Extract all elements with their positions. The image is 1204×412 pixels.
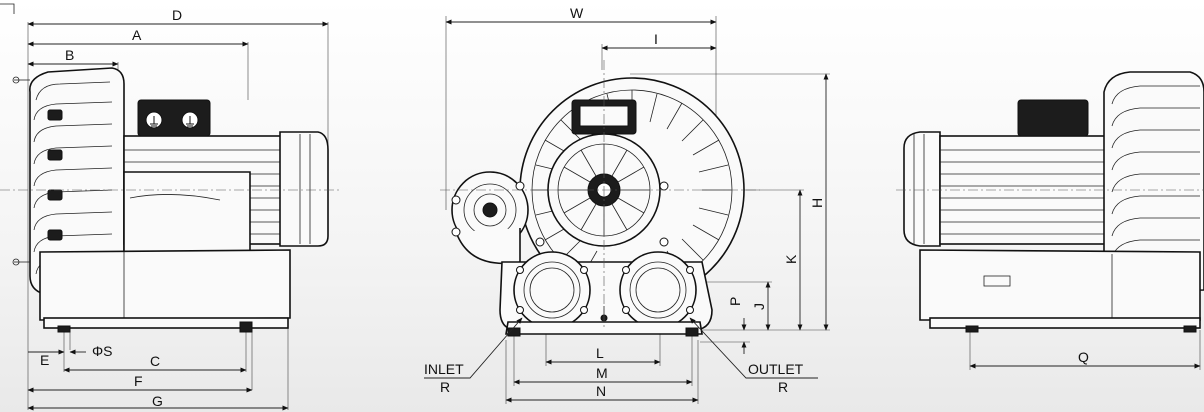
outlet-label: OUTLET [748, 361, 804, 377]
dim-label-phi-s: ΦS [92, 343, 113, 359]
front-view: W I H K J P L M N INLET R OUTLET R [424, 5, 830, 404]
dim-label-G: G [152, 393, 163, 409]
outlet-r-label: R [778, 379, 788, 395]
inlet-r-label: R [440, 379, 450, 395]
right-side-view: Q [896, 71, 1204, 370]
dim-label-P: P [727, 297, 743, 306]
dim-label-W: W [570, 5, 584, 21]
dim-label-B: B [65, 47, 74, 63]
dim-label-F: F [134, 373, 143, 389]
dim-label-D: D [172, 7, 182, 23]
left-side-view: D A B E ΦS C F G [0, 3, 340, 411]
dim-label-M: M [596, 365, 608, 381]
dim-label-C: C [150, 353, 160, 369]
dim-label-Q: Q [1078, 349, 1089, 365]
dim-label-J: J [751, 303, 767, 310]
dim-label-I: I [654, 31, 658, 47]
dim-label-L: L [596, 345, 604, 361]
dim-label-K: K [783, 254, 799, 264]
dim-label-H: H [809, 198, 825, 208]
dim-label-A: A [132, 27, 142, 43]
dim-label-E: E [40, 352, 49, 368]
inlet-label: INLET [424, 361, 464, 377]
dim-label-N: N [596, 383, 606, 399]
